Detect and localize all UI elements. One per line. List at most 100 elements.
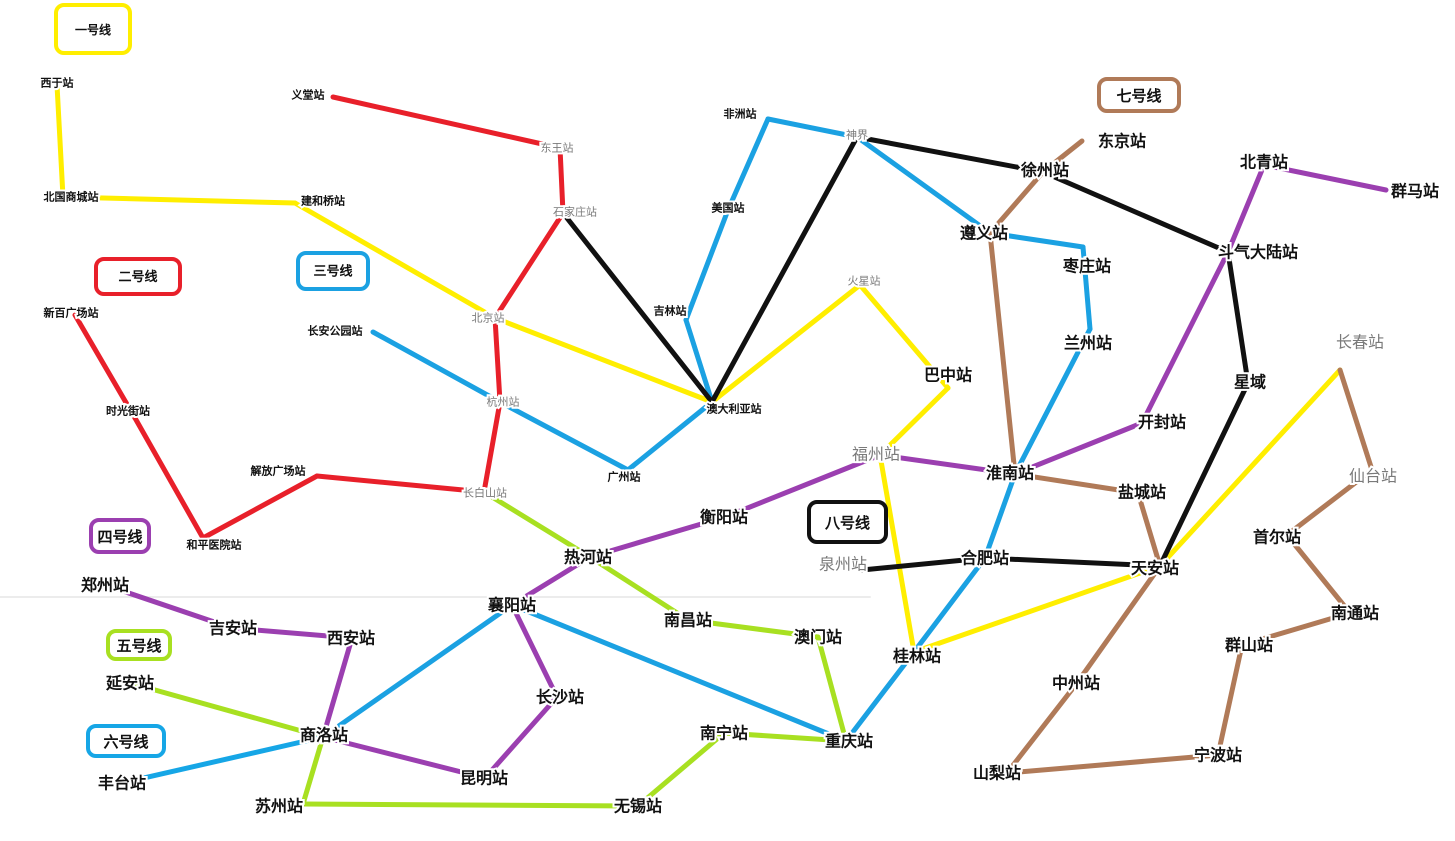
- station-ningbo[interactable]: 宁波站: [1192, 744, 1244, 767]
- station-jiefang[interactable]: 解放广场站: [249, 462, 308, 480]
- station-heping[interactable]: 和平医院站: [185, 536, 244, 554]
- route-l3-guilin-chongqing: [843, 649, 917, 744]
- station-rehe[interactable]: 热河站: [562, 546, 614, 569]
- station-huainan[interactable]: 淮南站: [984, 462, 1036, 485]
- station-fengtai[interactable]: 丰台站: [96, 772, 148, 795]
- station-suzhou[interactable]: 苏州站: [253, 795, 305, 818]
- route-l7-huainan-yancheng: [1012, 471, 1141, 496]
- route-l8-douqi-xingyu: [1225, 249, 1251, 386]
- station-douqi[interactable]: 斗气大陆站: [1216, 241, 1300, 264]
- route-l4-beiqing-qunma: [1261, 162, 1389, 193]
- line-legend-layer: 一号线二号线三号线四号线五号线六号线七号线八号线: [54, 3, 1181, 758]
- station-xian[interactable]: 西安站: [325, 627, 377, 650]
- station-nantong[interactable]: 南通站: [1329, 602, 1381, 625]
- station-yitang[interactable]: 义堂站: [290, 86, 327, 104]
- route-l4-zhengzhou-jian: [102, 582, 235, 631]
- station-bazhong[interactable]: 巴中站: [922, 364, 974, 387]
- route-l1-beijing-aodaliya: [492, 315, 715, 405]
- station-meiguo[interactable]: 美国站: [710, 199, 747, 217]
- route-l5-chongqing-nanning: [721, 730, 849, 744]
- route-l4-kaifeng-douqi: [1139, 249, 1231, 426]
- station-xinbai[interactable]: 新百广场站: [42, 304, 101, 322]
- station-wuxi[interactable]: 无锡站: [611, 795, 664, 818]
- tag-line-5-label: 五号线: [116, 637, 161, 655]
- station-guilin[interactable]: 桂林站: [890, 645, 943, 668]
- station-changbaishan[interactable]: 长白山站: [461, 484, 509, 502]
- station-hengyang[interactable]: 衡阳站: [698, 506, 750, 529]
- tag-line-4-label: 四号线: [97, 528, 142, 546]
- route-l3-lanzhou-huainan: [1012, 326, 1093, 477]
- route-l3-zunyi-zaozhuang: [987, 230, 1086, 250]
- route-l5-aomen-chongqing: [815, 634, 849, 744]
- station-chongqing[interactable]: 重庆站: [823, 730, 875, 753]
- station-huoxing[interactable]: 火星站: [846, 272, 883, 290]
- route-l1-tianan-changchun: [1157, 367, 1343, 569]
- station-aodaliya[interactable]: 澳大利亚站: [705, 400, 764, 418]
- station-dongwang[interactable]: 东王站: [539, 139, 576, 157]
- station-zhengzhou[interactable]: 郑州站: [79, 574, 131, 597]
- station-shangluo[interactable]: 商洛站: [298, 724, 350, 747]
- station-lanzhou[interactable]: 兰州站: [1062, 332, 1114, 355]
- station-zunyi[interactable]: 遵义站: [958, 222, 1010, 245]
- station-shijiazhuang[interactable]: 石家庄站: [551, 203, 599, 221]
- route-l4-xian-shangluo: [320, 635, 355, 740]
- tag-line-8-label: 八号线: [824, 514, 870, 532]
- station-jianhe[interactable]: 建和桥站: [299, 192, 347, 210]
- station-beijing[interactable]: 北京站: [470, 309, 507, 327]
- station-shouer[interactable]: 首尔站: [1251, 526, 1303, 549]
- station-dongjing[interactable]: 东京站: [1096, 130, 1148, 153]
- station-hangzhou[interactable]: 杭州站: [485, 393, 522, 411]
- station-nanning[interactable]: 南宁站: [698, 722, 750, 745]
- station-qunma[interactable]: 群马站: [1389, 180, 1441, 203]
- station-shiguang[interactable]: 时光街站: [104, 402, 152, 420]
- tag-line-2: 二号线: [94, 257, 182, 296]
- station-quanzhou[interactable]: 泉州站: [817, 553, 869, 576]
- route-l3-feizhou-shenjie: [765, 116, 860, 140]
- station-xuzhou[interactable]: 徐州站: [1018, 159, 1071, 182]
- route-l5-wuxi-suzhou: [300, 801, 641, 809]
- station-changchun[interactable]: 长春站: [1334, 331, 1386, 354]
- route-l4-douqi-beiqing: [1225, 162, 1267, 255]
- station-shenjie[interactable]: 神界: [844, 126, 870, 144]
- station-jilin[interactable]: 吉林站: [652, 302, 689, 320]
- station-jian[interactable]: 吉安站: [207, 617, 259, 640]
- route-l1-aodaliya-huoxing: [709, 282, 863, 405]
- station-shanli[interactable]: 山梨站: [971, 762, 1023, 785]
- station-changangy[interactable]: 长安公园站: [306, 322, 365, 340]
- station-yanan[interactable]: 延安站: [103, 672, 156, 695]
- route-lines-layer: [54, 82, 1389, 809]
- route-l1-beiguo-jianhe: [60, 194, 298, 206]
- station-yancheng[interactable]: 盐城站: [1116, 481, 1168, 504]
- station-hefei[interactable]: 合肥站: [959, 547, 1011, 570]
- tag-line-2-label: 二号线: [118, 269, 157, 285]
- tag-line-1: 一号线: [54, 3, 132, 55]
- station-xingyu[interactable]: 星域: [1232, 371, 1268, 394]
- station-beiguo[interactable]: 北国商城站: [42, 188, 101, 206]
- station-kunming[interactable]: 昆明站: [458, 767, 510, 790]
- station-xiangyang[interactable]: 襄阳站: [485, 594, 538, 617]
- route-l5-rehe-nanchang: [587, 554, 691, 623]
- route-l3-hefei-guilin: [911, 555, 988, 655]
- station-xiantai[interactable]: 仙台站: [1347, 465, 1399, 488]
- route-l1-xiyu-beiguo: [54, 82, 66, 200]
- station-nanchang[interactable]: 南昌站: [662, 609, 714, 632]
- route-l2-jiefang-heping: [200, 473, 320, 541]
- station-zhongzhou[interactable]: 中州站: [1050, 672, 1102, 695]
- station-guangzhou[interactable]: 广州站: [606, 468, 643, 486]
- station-aomen[interactable]: 澳门站: [792, 626, 844, 649]
- station-kaifeng[interactable]: 开封站: [1136, 411, 1188, 434]
- station-qunshan[interactable]: 群山站: [1223, 634, 1275, 657]
- station-tianan[interactable]: 天安站: [1129, 557, 1181, 580]
- station-xiyu[interactable]: 西于站: [39, 74, 76, 92]
- station-changsha[interactable]: 长沙站: [534, 686, 586, 709]
- station-fuzhou[interactable]: 福州站: [850, 443, 902, 466]
- route-l3-guangzhou-aodaliya: [625, 399, 715, 473]
- route-l4-hengyang-fuzhou: [722, 452, 883, 520]
- station-zaozhuang[interactable]: 枣庄站: [1060, 255, 1113, 278]
- route-l3-aodaliya-jilin: [683, 317, 715, 405]
- route-l3-meiguo-feizhou: [725, 116, 771, 213]
- station-feizhou[interactable]: 非洲站: [722, 105, 759, 123]
- station-beiqing[interactable]: 北青站: [1238, 151, 1290, 174]
